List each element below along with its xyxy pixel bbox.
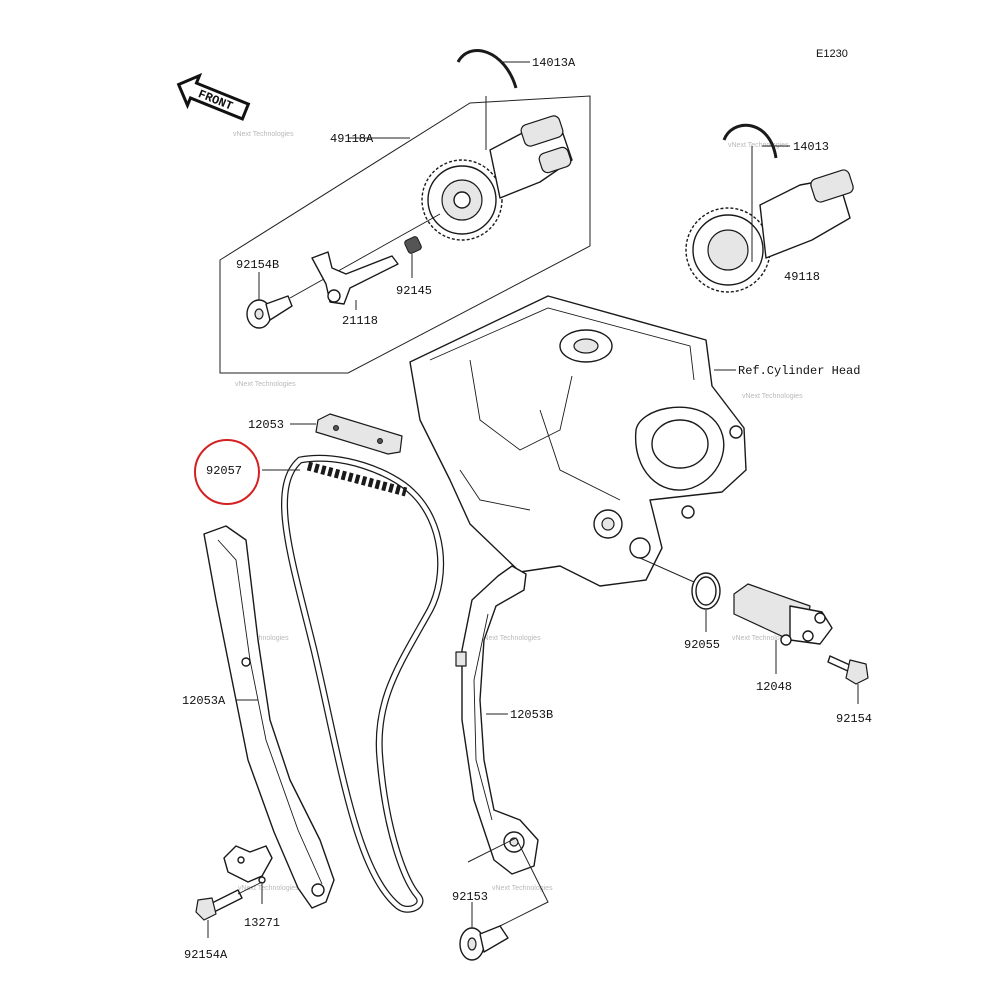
circlip-14013A-icon [456,49,518,89]
o-ring-92055-icon [691,572,721,610]
watermark: vNext Technologies [732,635,793,642]
watermark: vNext Technologies [742,393,803,400]
bolt-92153-icon [459,925,509,961]
callout-92057: 92057 [206,464,242,478]
chain-guide-12053-icon [315,413,403,455]
callout-12053B: 12053B [510,708,553,722]
cam-chain-92057-icon [281,454,445,913]
watermark: vNext Technologies [235,381,296,388]
bracket-13271-icon [223,845,273,884]
chain-tensioner-12048-icon [733,583,833,646]
circlip-14013-icon [722,123,778,159]
spring-92145-icon [404,236,422,254]
figure-code: E1230 [816,48,848,60]
decompression-lever-21118-icon [311,251,399,305]
callout-12048: 12048 [756,680,792,694]
assembly-axis-line [289,213,441,299]
callout-49118: 49118 [784,270,820,284]
callout-12053A: 12053A [182,694,226,708]
watermark: vNext Technologies [480,635,541,642]
watermark: vNext Technologies [492,885,553,892]
cylinder-head-reference-icon [409,295,747,587]
callout-21118: 21118 [342,314,378,328]
callout-14013A: 14013A [532,56,576,70]
bolt-92154B-icon [246,295,293,329]
watermark: vNext Technologies [228,635,289,642]
callout-92154: 92154 [836,712,872,726]
assembly-axis-line [237,881,263,895]
watermark: vNext Technologies [238,885,299,892]
front-arrow-icon: FRONT [176,72,251,121]
callout-ref-cylinder-head: Ref.Cylinder Head [738,364,860,378]
camshaft-group-frame [219,95,591,374]
callout-49118A: 49118A [330,132,374,146]
callout-13271: 13271 [244,916,280,930]
bolt-92154A-icon [195,889,243,921]
camshaft-49118A-icon [421,115,573,241]
bolt-92153-frame [467,837,549,927]
callout-12053: 12053 [248,418,284,432]
callout-92055: 92055 [684,638,720,652]
watermark: vNext Technologies [728,142,789,149]
watermark: vNext Technologies [233,131,294,138]
bolt-92154-icon [827,655,869,685]
callout-92154B: 92154B [236,258,279,272]
leader-line [639,557,695,583]
callout-14013: 14013 [793,140,829,154]
chain-guide-12053B-icon [455,565,539,875]
highlight-circle-92057 [194,439,260,505]
camshaft-49118-icon [685,169,854,293]
callout-92153: 92153 [452,890,488,904]
callout-92145: 92145 [396,284,432,298]
callout-92154A: 92154A [184,948,228,962]
